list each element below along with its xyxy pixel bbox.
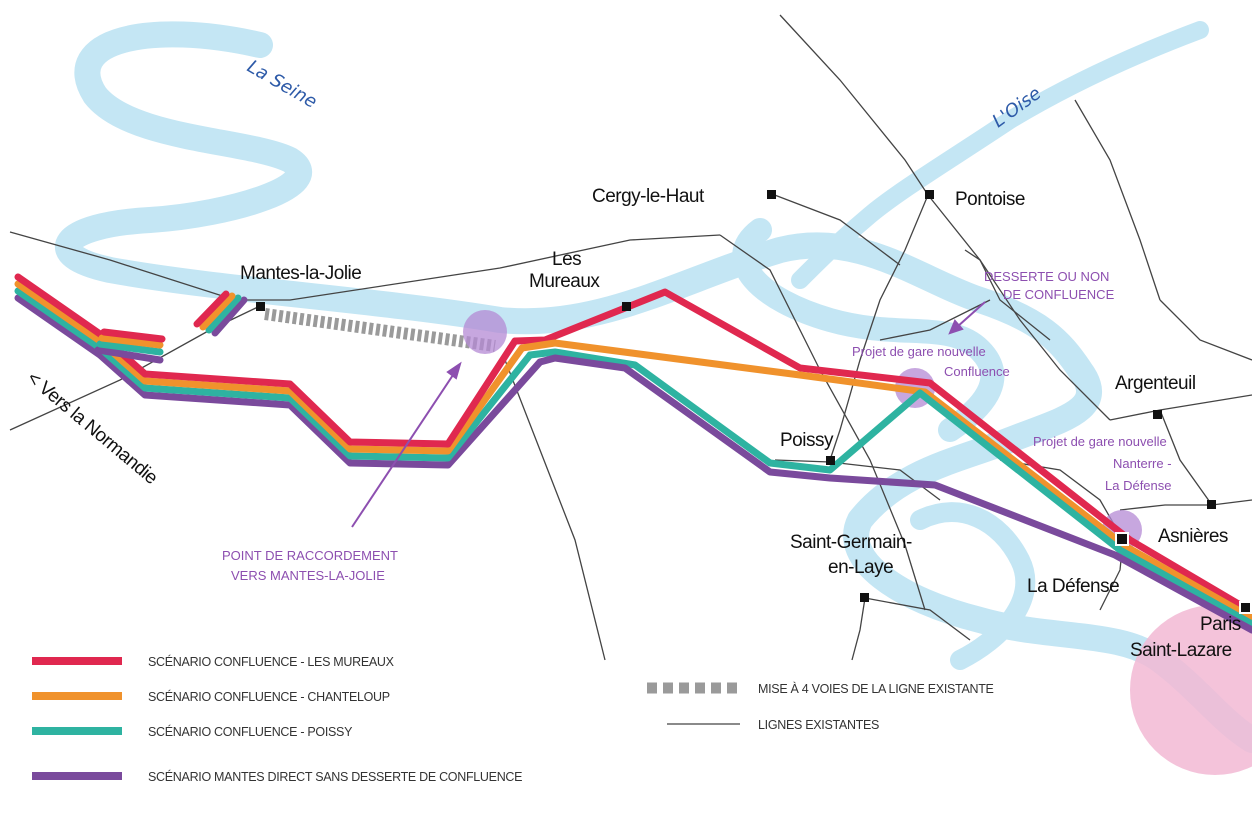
route-les-mureaux — [511, 288, 1252, 616]
rail-line — [964, 249, 1051, 341]
rail-line — [1159, 409, 1213, 506]
seine-river — [55, 21, 1252, 753]
station-label-asnieres: Asnières — [1158, 526, 1228, 547]
rail-line — [829, 194, 929, 461]
route-mantes-stub — [199, 292, 236, 331]
route-mantes-stub — [205, 294, 242, 334]
rail-line — [779, 14, 929, 196]
station-label-saint-germain-1: Saint-Germain- — [790, 532, 912, 553]
legend-label-mantes-direct: SCÉNARIO MANTES DIRECT SANS DESSERTE DE … — [148, 769, 522, 784]
annotation-arrows — [351, 301, 986, 528]
rail-line — [1074, 99, 1161, 301]
station-marker-cergy — [767, 190, 776, 199]
route-spur — [94, 346, 164, 364]
route-poissy — [526, 348, 1252, 628]
raccord-arrow-line — [351, 371, 456, 528]
station-marker-paris — [1239, 601, 1252, 614]
rivers — [55, 21, 1252, 753]
raccord-label-2: VERS MANTES-LA-JOLIE — [231, 568, 385, 583]
station-marker-saint-germain — [860, 593, 869, 602]
desserte-arrow-line — [956, 301, 986, 328]
scenario-routes — [14, 273, 1252, 634]
station-marker-la-defense — [1115, 532, 1129, 546]
rail-line — [719, 234, 926, 611]
station-marker-asnieres — [1207, 500, 1216, 509]
station-marker-pontoise — [925, 190, 934, 199]
route-chanteloup — [518, 339, 1252, 622]
oise-river — [791, 21, 1209, 289]
station-markers — [256, 190, 1252, 614]
station-label-pontoise: Pontoise — [955, 189, 1025, 210]
route-mantes-stub — [211, 296, 248, 337]
legend-label-poissy: SCÉNARIO CONFLUENCE - POISSY — [148, 724, 353, 739]
route-mantes-stub — [193, 290, 230, 328]
raccordement-marker — [463, 310, 507, 354]
rail-line — [927, 194, 1111, 421]
rail-line — [771, 193, 901, 266]
rail-line — [851, 597, 866, 661]
station-marker-mureaux — [622, 302, 631, 311]
rail-line — [864, 597, 971, 641]
station-label-paris-2: Saint-Lazare — [1130, 640, 1232, 661]
route-spur — [100, 328, 166, 343]
station-label-argenteuil: Argenteuil — [1115, 373, 1196, 394]
route-les-mureaux-west — [14, 273, 519, 448]
station-label-mureaux-2: Mureaux — [529, 271, 600, 292]
station-label-saint-germain-2: en-Laye — [828, 557, 893, 578]
station-marker-poissy — [826, 456, 835, 465]
nanterre-gare-label-2: Nanterre - — [1113, 456, 1172, 471]
station-label-poissy: Poissy — [780, 430, 834, 451]
rail-line — [1119, 499, 1252, 511]
desserte-label-1: DESSERTE OU NON — [984, 269, 1109, 284]
legend-label-chanteloup: SCÉNARIO CONFLUENCE - CHANTELOUP — [148, 689, 390, 704]
station-label-mantes: Mantes-la-Jolie — [240, 263, 361, 284]
station-marker-argenteuil — [1153, 410, 1162, 419]
mise-4-voies-segment — [264, 308, 496, 352]
rail-line — [9, 304, 263, 431]
desserte-label-2: DE CONFLUENCE — [1003, 287, 1115, 302]
legend-label-lignes-existantes: LIGNES EXISTANTES — [758, 718, 879, 732]
river-arm — [910, 502, 1036, 670]
legend-label-les-mureaux: SCÉNARIO CONFLUENCE - LES MUREAUX — [148, 654, 395, 669]
confluence-gare-label-2: Confluence — [944, 364, 1010, 379]
route-mantes-direct-west — [14, 294, 544, 469]
rail-line — [1159, 299, 1252, 361]
raccord-arrow-head — [446, 361, 462, 380]
desserte-arrow-head — [948, 319, 964, 335]
nanterre-gare-label-3: La Défense — [1105, 478, 1172, 493]
route-spur — [98, 334, 164, 349]
route-mantes-direct — [536, 354, 1252, 634]
rail-line — [504, 359, 606, 661]
rail-line — [1109, 394, 1252, 421]
paris-halo — [1130, 605, 1252, 775]
rail-line — [879, 299, 991, 341]
confluence-gare-label-1: Projet de gare nouvelle — [852, 344, 986, 359]
nanterre-gare-label-1: Projet de gare nouvelle — [1033, 434, 1167, 449]
station-label-la-defense: La Défense — [1027, 576, 1119, 597]
station-label-paris-1: Paris — [1200, 614, 1241, 635]
legend-label-mise-4-voies: MISE À 4 VOIES DE LA LIGNE EXISTANTE — [758, 681, 994, 696]
station-marker-mantes — [256, 302, 265, 311]
station-label-mureaux-1: Les — [552, 249, 581, 270]
route-spur — [96, 340, 164, 356]
station-label-cergy: Cergy-le-Haut — [592, 186, 705, 207]
legend: SCÉNARIO CONFLUENCE - LES MUREAUX SCÉNAR… — [32, 654, 994, 784]
rail-line — [9, 231, 721, 301]
seine-label: La Seine — [244, 56, 321, 113]
raccord-label-1: POINT DE RACCORDEMENT — [222, 548, 398, 563]
seine-loop — [732, 218, 1005, 442]
